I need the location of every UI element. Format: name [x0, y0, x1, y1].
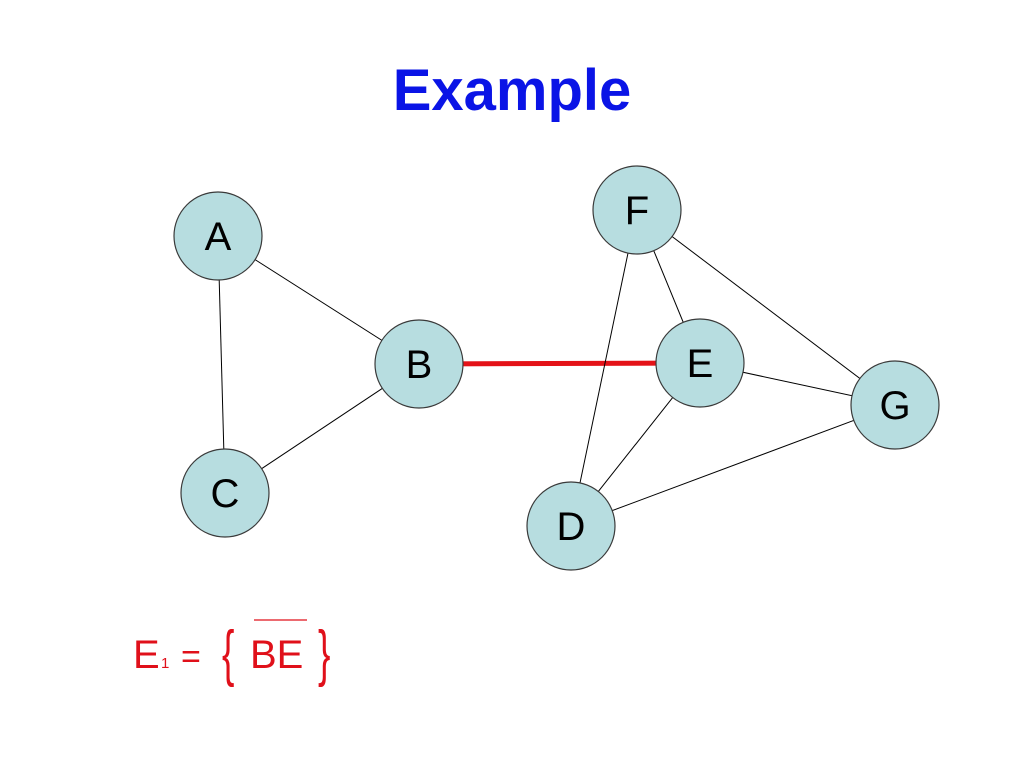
node-circle: [592, 165, 682, 255]
node-label: F: [625, 189, 649, 233]
node-circle: [180, 448, 270, 538]
node-b: B: [374, 319, 464, 409]
formula-subscript: 1: [161, 655, 169, 672]
node-label: B: [406, 343, 433, 387]
node-label: A: [205, 215, 232, 259]
formula-symbol: E: [133, 633, 160, 677]
formula-element: BE: [250, 633, 303, 677]
node-circle: [850, 360, 940, 450]
node-circle: [526, 481, 616, 571]
edge-be: [418, 360, 701, 367]
node-f: F: [592, 165, 682, 255]
node-circle: [374, 319, 464, 409]
node-d: D: [526, 481, 616, 571]
edge-dg: [570, 404, 896, 527]
edge-fd: [570, 209, 638, 527]
nodes-layer: A B C D E F G: [173, 165, 940, 571]
formula-equals: =: [181, 638, 201, 676]
node-label: E: [687, 342, 714, 386]
node-c: C: [180, 448, 270, 538]
node-e: E: [655, 318, 745, 408]
formula-left-brace: {: [222, 618, 234, 687]
slide-title: Example: [392, 58, 632, 123]
node-circle: [173, 191, 263, 281]
node-a: A: [173, 191, 263, 281]
formula-right-brace: }: [318, 618, 330, 687]
node-label: D: [557, 505, 586, 549]
edge-fg: [636, 209, 896, 406]
node-label: C: [211, 472, 240, 516]
node-g: G: [850, 360, 940, 450]
node-circle: [655, 318, 745, 408]
node-label: G: [879, 384, 910, 428]
